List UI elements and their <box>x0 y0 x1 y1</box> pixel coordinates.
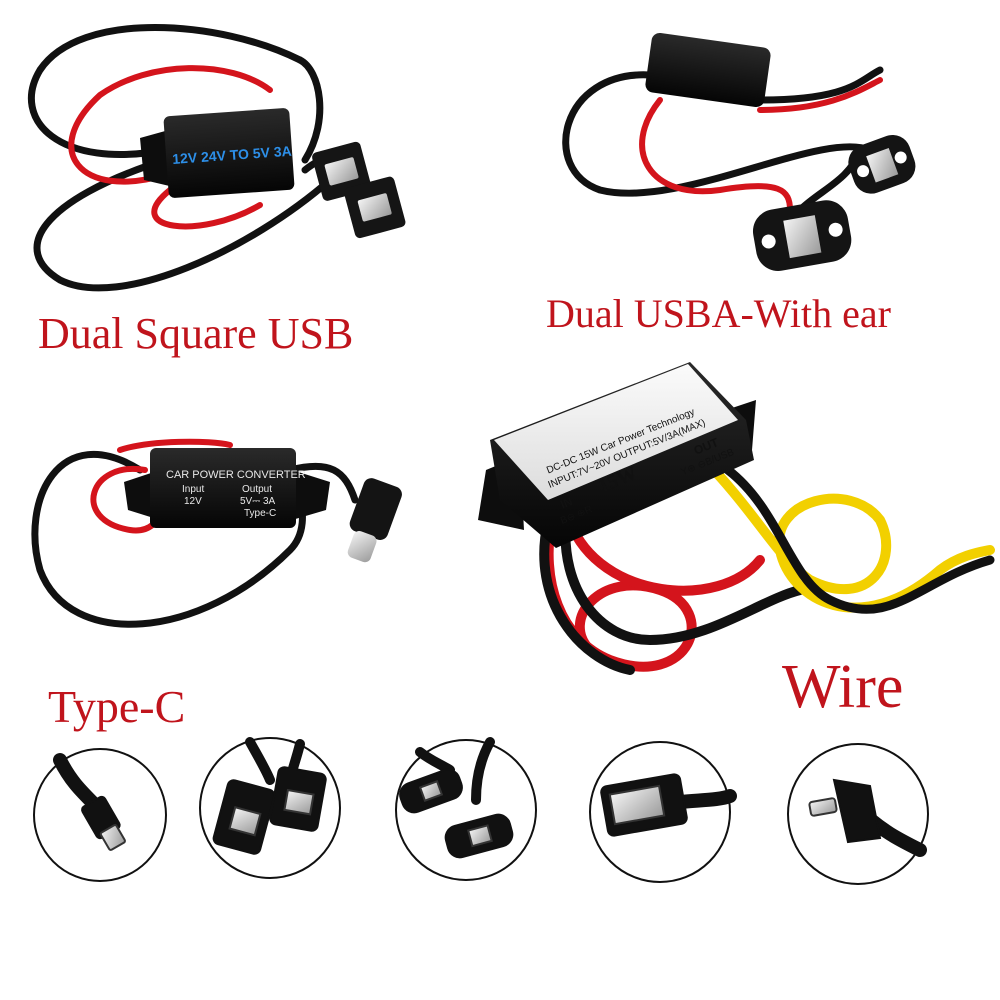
box-mount-ears <box>124 470 330 520</box>
converter-box <box>645 32 771 108</box>
converter-label: CAR POWER CONVERTER Input Output 12V 5V⎓… <box>166 469 306 519</box>
dual-usb-a-icon <box>199 737 341 879</box>
type-c-plug <box>347 478 402 563</box>
usb-a-female-icon <box>589 741 737 883</box>
svg-text:Type-C: Type-C <box>244 508 276 519</box>
converter-box <box>150 448 296 528</box>
dual-usba-ear-converter <box>562 32 916 272</box>
mini-usb-icon <box>33 748 167 882</box>
caption-dual-usba-with-ear: Dual USBA-With ear <box>546 291 891 336</box>
caption-wire: Wire <box>782 653 904 721</box>
yellow-black-wire-loop <box>709 465 995 614</box>
svg-text:12V: 12V <box>184 496 202 507</box>
type-c-converter: CAR POWER CONVERTER Input Output 12V 5V⎓… <box>31 438 402 628</box>
red-black-wire-loop <box>539 515 805 675</box>
red-wire <box>639 77 883 213</box>
converter-label-plate <box>494 364 738 500</box>
usb-a-plug-2 <box>343 176 406 239</box>
caption-type-c: Type-C <box>48 681 186 732</box>
svg-text:IN: IN <box>558 494 574 511</box>
converter-box <box>163 108 295 198</box>
svg-text:Output: Output <box>242 484 272 495</box>
svg-text:CAR POWER CONVERTER: CAR POWER CONVERTER <box>166 469 306 481</box>
panel-mount-usb-icon <box>395 737 537 881</box>
connector-thumbnails <box>33 737 929 885</box>
red-wire <box>68 65 273 230</box>
right-angle-micro-usb-icon <box>787 743 929 885</box>
wire-converter: DC-DC 15W Car Power Technology INPUT:7V~… <box>478 362 995 675</box>
dual-square-usb-converter: 12V 24V TO 5V 3A <box>27 24 406 292</box>
black-cable-loop <box>31 450 359 628</box>
black-cable-loop <box>27 24 344 292</box>
svg-text:Input: Input <box>182 484 204 495</box>
svg-text:5V⎓ 3A: 5V⎓ 3A <box>240 496 276 507</box>
panel-usb-socket-2 <box>752 200 852 272</box>
panel-usb-socket-1 <box>848 134 916 194</box>
caption-dual-square-usb: Dual Square USB <box>38 309 354 358</box>
